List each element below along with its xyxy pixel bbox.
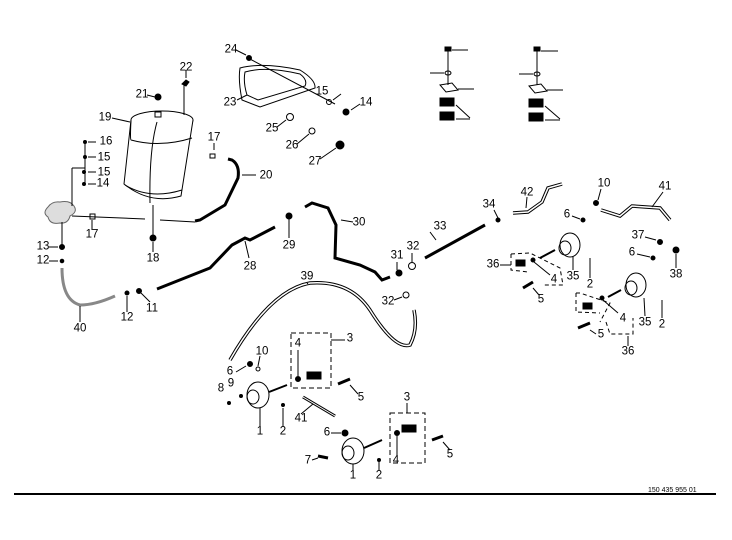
callout-14: 14 bbox=[359, 96, 373, 109]
callout-1: 1 bbox=[256, 425, 264, 438]
footer-rule bbox=[14, 493, 716, 495]
callout-4: 4 bbox=[392, 454, 400, 467]
callout-12: 12 bbox=[36, 254, 50, 267]
callout-26: 26 bbox=[285, 139, 299, 152]
callout-31: 31 bbox=[390, 249, 404, 262]
callout-10: 10 bbox=[597, 177, 611, 190]
callout-3: 3 bbox=[403, 391, 411, 404]
callout-15: 15 bbox=[97, 151, 111, 164]
callout-8: 8 bbox=[217, 382, 225, 395]
callout-3: 3 bbox=[346, 332, 354, 345]
callout-21: 21 bbox=[135, 88, 149, 101]
callout-30: 30 bbox=[352, 216, 366, 229]
callout-6: 6 bbox=[226, 365, 234, 378]
callout-35: 35 bbox=[566, 270, 580, 283]
callout-5: 5 bbox=[357, 391, 365, 404]
callout-32: 32 bbox=[381, 295, 395, 308]
callout-38: 38 bbox=[669, 268, 683, 281]
callout-7: 7 bbox=[304, 454, 312, 467]
callout-4: 4 bbox=[294, 337, 302, 350]
callout-41: 41 bbox=[658, 180, 672, 193]
callout-27: 27 bbox=[308, 155, 322, 168]
callout-4: 4 bbox=[550, 273, 558, 286]
callout-17: 17 bbox=[85, 228, 99, 241]
mount-hardware bbox=[430, 46, 563, 122]
brake-lines bbox=[156, 157, 486, 291]
callout-12: 12 bbox=[120, 311, 134, 324]
callout-42: 42 bbox=[520, 186, 534, 199]
callout-11: 11 bbox=[146, 302, 158, 315]
callout-5: 5 bbox=[597, 328, 605, 341]
brake-chamber-right bbox=[500, 232, 663, 346]
callout-36: 36 bbox=[486, 258, 500, 271]
callout-20: 20 bbox=[259, 169, 273, 182]
callout-24: 24 bbox=[224, 43, 238, 56]
air-tank bbox=[111, 70, 194, 204]
callout-34: 34 bbox=[482, 198, 496, 211]
mounting-bracket bbox=[235, 49, 361, 160]
callout-15: 15 bbox=[97, 166, 111, 179]
callout-39: 39 bbox=[300, 270, 314, 283]
callout-29: 29 bbox=[282, 239, 296, 252]
callout-2: 2 bbox=[658, 318, 666, 331]
callout-32: 32 bbox=[406, 240, 420, 253]
callout-37: 37 bbox=[631, 229, 645, 242]
callout-9: 9 bbox=[227, 377, 235, 390]
callout-1: 1 bbox=[349, 469, 357, 482]
callout-22: 22 bbox=[179, 61, 193, 74]
callout-6: 6 bbox=[628, 246, 636, 259]
callout-5: 5 bbox=[446, 448, 454, 461]
callout-35: 35 bbox=[638, 316, 652, 329]
callout-15: 15 bbox=[315, 85, 329, 98]
callout-16: 16 bbox=[99, 135, 113, 148]
brake-chamber-lower bbox=[227, 332, 451, 470]
callout-23: 23 bbox=[223, 96, 237, 109]
callout-13: 13 bbox=[36, 240, 50, 253]
callout-2: 2 bbox=[375, 469, 383, 482]
callout-28: 28 bbox=[243, 260, 257, 273]
callout-36: 36 bbox=[621, 345, 635, 358]
callout-2: 2 bbox=[279, 425, 287, 438]
callout-19: 19 bbox=[98, 111, 112, 124]
callout-18: 18 bbox=[146, 252, 160, 265]
callout-17: 17 bbox=[207, 131, 221, 144]
callout-41: 41 bbox=[294, 412, 308, 425]
callout-4: 4 bbox=[619, 312, 627, 325]
callout-5: 5 bbox=[537, 293, 545, 306]
callout-2: 2 bbox=[586, 278, 594, 291]
callout-33: 33 bbox=[433, 220, 447, 233]
callout-14: 14 bbox=[96, 177, 110, 190]
callout-6: 6 bbox=[563, 208, 571, 221]
brake-valve bbox=[44, 140, 216, 264]
drawing-number: 150 435 955 01 bbox=[648, 487, 697, 494]
callout-6: 6 bbox=[323, 426, 331, 439]
callout-40: 40 bbox=[73, 322, 87, 335]
callout-25: 25 bbox=[265, 122, 279, 135]
callout-10: 10 bbox=[255, 345, 269, 358]
